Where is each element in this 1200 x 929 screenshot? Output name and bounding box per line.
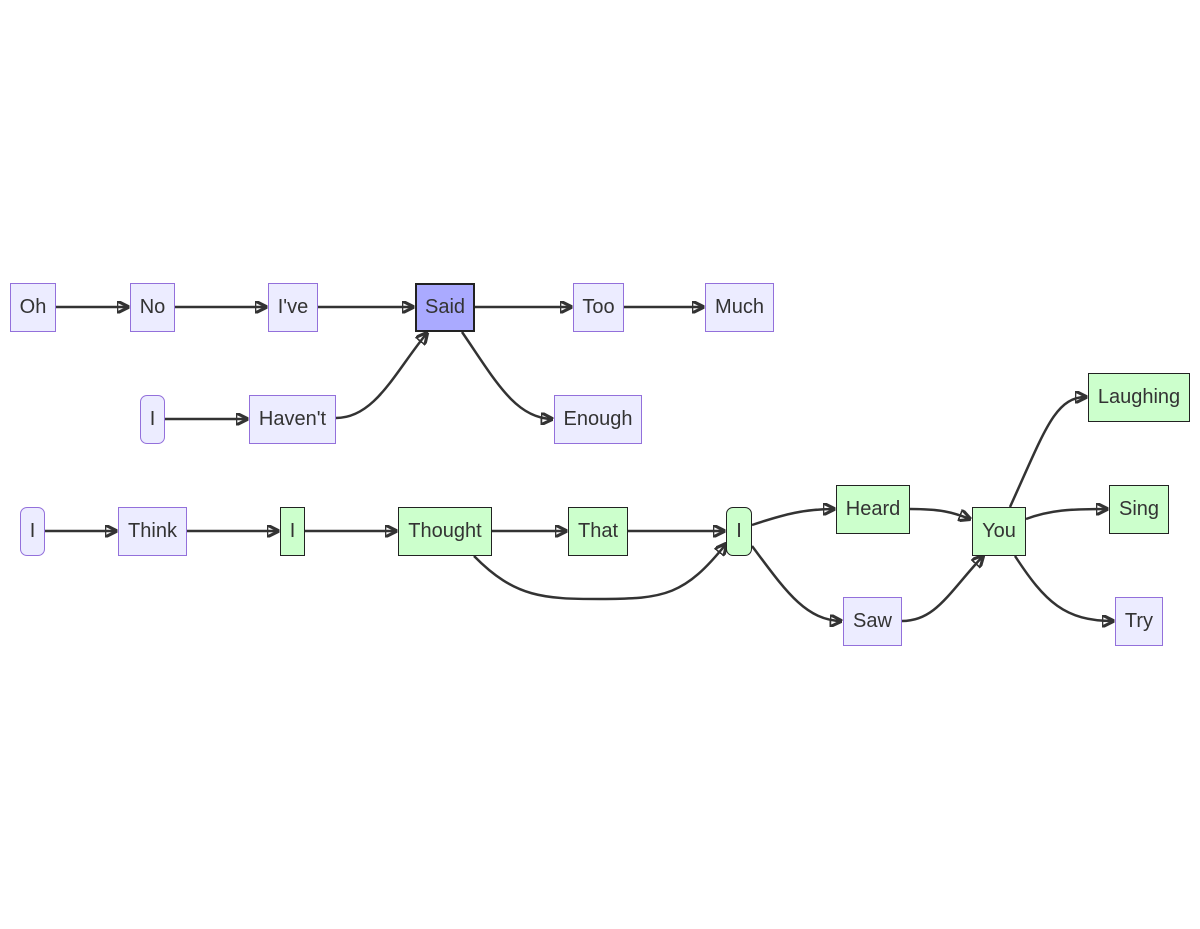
node-i-start-2: I bbox=[20, 507, 45, 556]
edge-saw-you bbox=[901, 556, 983, 623]
node-said: Said bbox=[415, 283, 475, 332]
node-i-hub: I bbox=[726, 507, 752, 556]
edge-thought-i4 bbox=[473, 544, 726, 601]
node-that: That bbox=[568, 507, 628, 556]
edge-you-try bbox=[1013, 555, 1113, 621]
node-saw: Saw bbox=[843, 597, 902, 646]
edge-i4-heard bbox=[751, 509, 834, 527]
node-laughing: Laughing bbox=[1088, 373, 1190, 422]
node-too: Too bbox=[573, 283, 624, 332]
node-i-green: I bbox=[280, 507, 305, 556]
node-thought: Thought bbox=[398, 507, 492, 556]
node-no: No bbox=[130, 283, 175, 332]
node-i-start-1: I bbox=[140, 395, 165, 444]
node-ive: I've bbox=[268, 283, 318, 332]
node-oh: Oh bbox=[10, 283, 56, 332]
node-much: Much bbox=[705, 283, 774, 332]
edge-you-laughing bbox=[1008, 397, 1086, 508]
node-enough: Enough bbox=[554, 395, 642, 444]
node-heard: Heard bbox=[836, 485, 910, 534]
edge-havent-said bbox=[335, 333, 427, 420]
node-havent: Haven't bbox=[249, 395, 336, 444]
edge-said-enough bbox=[460, 331, 552, 419]
edge-i4-saw bbox=[750, 545, 841, 621]
edge-heard-you bbox=[909, 507, 970, 519]
node-sing: Sing bbox=[1109, 485, 1169, 534]
node-try: Try bbox=[1115, 597, 1163, 646]
node-think: Think bbox=[118, 507, 187, 556]
node-you: You bbox=[972, 507, 1026, 556]
edge-you-sing bbox=[1025, 509, 1107, 521]
